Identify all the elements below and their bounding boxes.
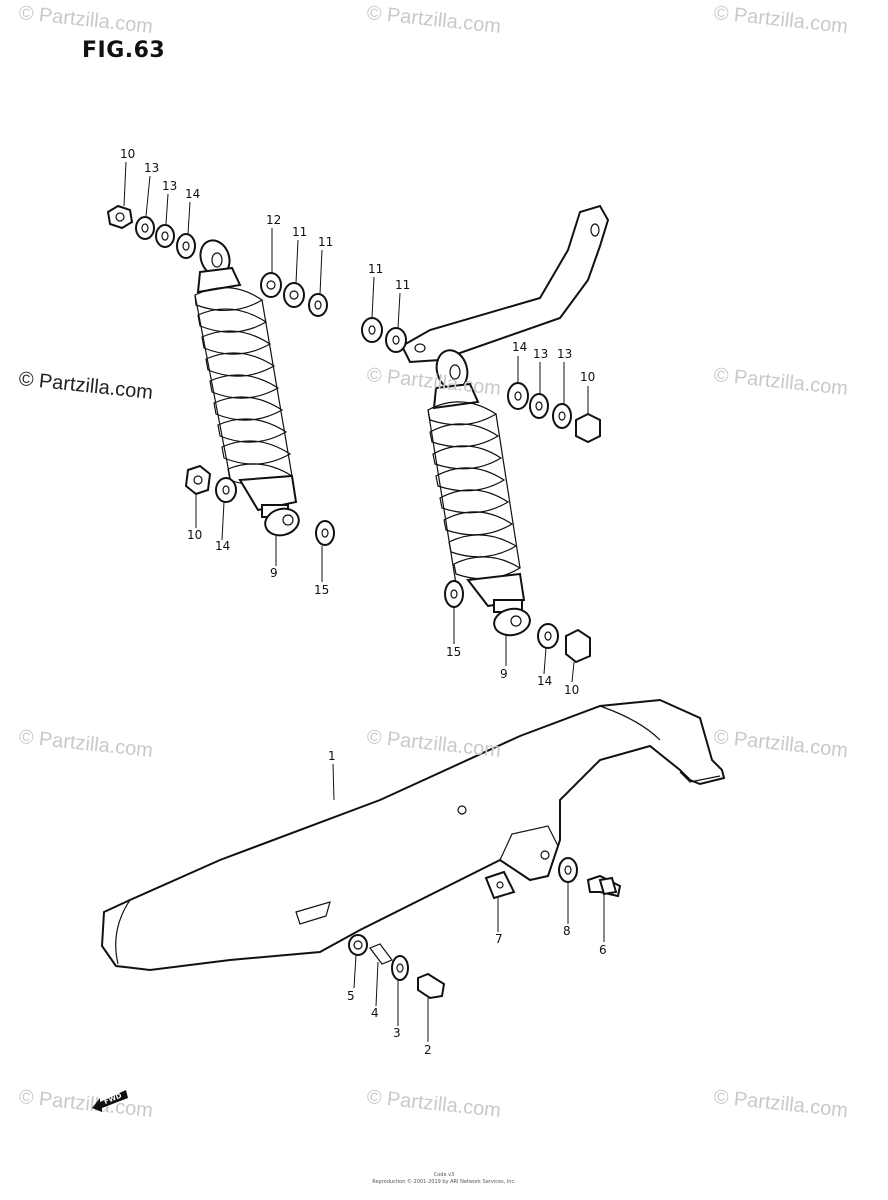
callout-c15b: 15 [446,645,461,659]
callout-c13a: 13 [144,161,159,175]
callout-c14b: 14 [512,340,527,354]
left-top-hardware [106,204,196,259]
callout-c10c: 10 [187,528,202,542]
callout-c7: 7 [495,932,503,946]
callout-c10d: 10 [564,683,579,697]
left-bottom-hardware [184,464,335,546]
callout-c5: 5 [347,989,355,1003]
callout-c13d: 13 [557,347,572,361]
right-shock-absorber [427,349,531,637]
right-top-hardware [507,382,601,444]
callout-c4: 4 [371,1006,379,1020]
right-shock-bracket [400,204,610,364]
callout-c1: 1 [328,749,336,763]
callout-c11a: 11 [292,225,307,239]
callout-c2: 2 [424,1043,432,1057]
callout-c12: 12 [266,213,281,227]
callout-c10a: 10 [120,147,135,161]
callout-c15a: 15 [314,583,329,597]
footer-copyright: Reproduction © 2001-2019 by ARI Network … [372,1179,516,1185]
callout-c9a: 9 [270,566,278,580]
figure-title: FIG.63 [82,38,166,63]
bracket-washers [361,317,407,353]
callout-c9b: 9 [500,667,508,681]
chain-case-fasteners [348,857,622,1000]
callout-c8: 8 [563,924,571,938]
callout-c14a: 14 [185,187,200,201]
callout-c11b: 11 [318,235,333,249]
callout-c10b: 10 [580,370,595,384]
callout-c13b: 13 [162,179,177,193]
left-shock-absorber [194,239,300,537]
callout-c13c: 13 [533,347,548,361]
callout-c14c: 14 [215,539,230,553]
callout-c11c: 11 [368,262,383,276]
callout-c6: 6 [599,943,607,957]
right-bottom-hardware [444,580,591,664]
chain-case [100,698,726,972]
callout-c3: 3 [393,1026,401,1040]
footer-code: Code v3 [433,1172,455,1178]
fwd-arrow-icon: FWD [92,1090,128,1112]
left-side-washers [260,272,328,317]
fwd-label: FWD [103,1092,123,1106]
callout-c14d: 14 [537,674,552,688]
callout-c11d: 11 [395,278,410,292]
leader-lines [123,161,605,1042]
